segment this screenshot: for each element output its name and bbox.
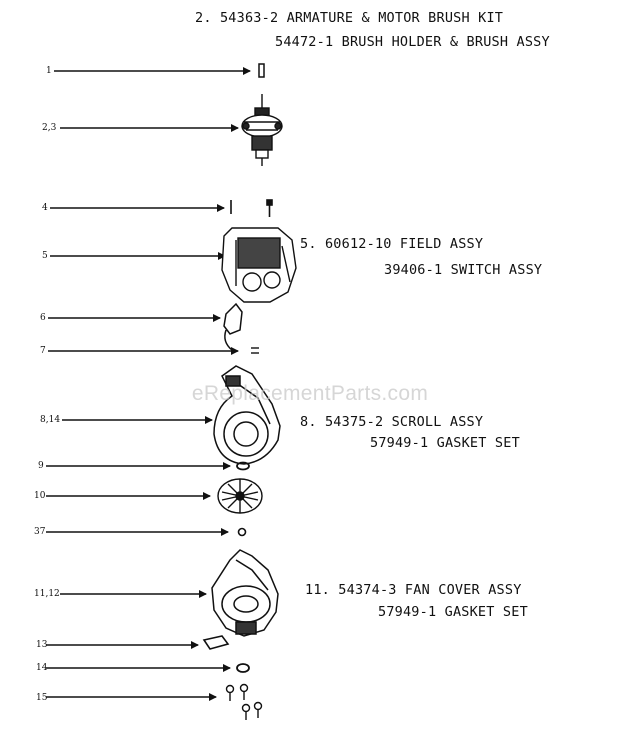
callout-5: 5 (42, 251, 48, 261)
callout-6: 6 (40, 313, 46, 323)
callout-4: 4 (42, 203, 48, 213)
caption-gasket-set-2: 57949-1 GASKET SET (378, 604, 528, 620)
part-15-screws (225, 683, 263, 720)
part-7-screw (251, 347, 259, 354)
callout-15: 15 (36, 693, 48, 703)
watermark: eReplacementParts.com (191, 382, 429, 405)
part-5-field-assy (221, 227, 297, 303)
part-9-gasket (236, 461, 250, 471)
callout-9: 9 (38, 461, 44, 471)
part-6-switch (223, 302, 243, 351)
part-4-brushes (230, 199, 273, 217)
caption-switch-assy: 39406-1 SWITCH ASSY (384, 262, 543, 278)
callout-1: 1 (46, 66, 52, 76)
part-13-gasket (202, 635, 230, 650)
callout-2-3: 2,3 (42, 123, 57, 133)
callout-10: 10 (34, 491, 46, 501)
callout-37: 37 (34, 527, 46, 537)
caption-field-assy: 5. 60612-10 FIELD ASSY (300, 236, 484, 252)
caption-gasket-set-1: 57949-1 GASKET SET (370, 435, 520, 451)
callout-13: 13 (36, 640, 48, 650)
part-37-nut (237, 527, 247, 537)
part-armature (241, 94, 283, 166)
part-1-pin (258, 63, 265, 78)
part-8-scroll (213, 365, 281, 465)
part-11-fan-cover (211, 549, 279, 637)
callout-11-12: 11,12 (34, 589, 60, 599)
part-10-fan (217, 478, 263, 514)
caption-armature-kit: 2. 54363-2 ARMATURE & MOTOR BRUSH KIT (195, 10, 504, 26)
caption-brush-holder: 54472-1 BRUSH HOLDER & BRUSH ASSY (275, 34, 550, 50)
callout-7: 7 (40, 346, 46, 356)
caption-scroll-assy: 8. 54375-2 SCROLL ASSY (300, 414, 484, 430)
caption-fan-cover-assy: 11. 54374-3 FAN COVER ASSY (305, 582, 522, 598)
part-14-ring (236, 663, 250, 673)
callout-8-14: 8,14 (40, 415, 61, 425)
callout-14: 14 (36, 663, 48, 673)
